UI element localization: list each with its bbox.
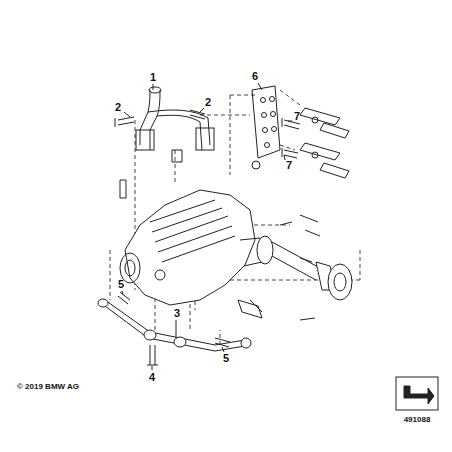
callout-number: 7 (294, 111, 300, 122)
callout-number: 5 (118, 279, 124, 290)
copyright-note: © 2019 BMW AG (17, 383, 79, 391)
callout-number: 1 (150, 72, 156, 83)
callout-number: 5 (223, 353, 229, 364)
callout-number: 6 (252, 71, 258, 82)
callout-number: 2 (115, 102, 121, 113)
callout-number: 4 (149, 372, 155, 383)
diagram-number: 491088 (404, 416, 431, 424)
callout-number: 3 (174, 308, 180, 319)
callout-number: 7 (286, 160, 292, 171)
callout-number: 2 (205, 97, 211, 108)
